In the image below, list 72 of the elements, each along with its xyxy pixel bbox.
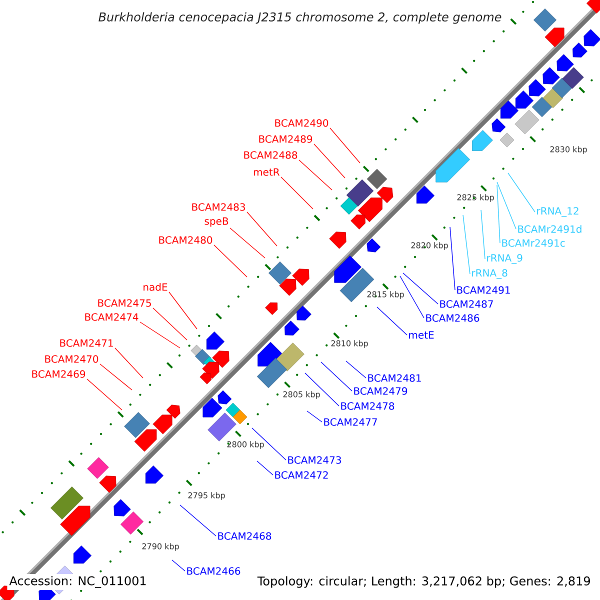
gene-label: BCAM2479	[354, 387, 408, 395]
leader-line	[86, 378, 122, 410]
leader-line	[400, 276, 424, 318]
leader-line	[508, 172, 536, 212]
leader-line	[480, 210, 486, 260]
leader-line	[114, 348, 144, 378]
leader-line	[252, 428, 286, 460]
leader-line	[314, 144, 346, 178]
gene-label: BCAM2481	[368, 374, 421, 382]
gene-label: BCAMr2491d	[518, 225, 582, 233]
scale-label: 2810 kbp	[331, 340, 368, 348]
leader-line	[346, 360, 366, 378]
gene-label: BCAM2477	[324, 418, 377, 426]
gene-label: BCAM2475	[98, 299, 151, 307]
gene-label: BCAM2466	[187, 567, 240, 575]
leader-line	[172, 560, 186, 572]
gene-label: BCAM2490	[275, 119, 328, 127]
leader-line	[256, 460, 274, 476]
leader-line	[246, 212, 278, 246]
leader-line	[304, 372, 340, 406]
gene-label: BCAM2486	[426, 314, 480, 322]
scale-label: 2800 kbp	[227, 441, 264, 449]
gene-label: BCAM2470	[45, 355, 98, 363]
leader-line	[140, 322, 180, 348]
footer-text: Accession: NC_011001	[7, 574, 149, 590]
gene-label: metR	[254, 168, 280, 176]
gene-label: BCAM2469	[32, 370, 86, 378]
gene-label: metE	[409, 331, 434, 339]
leader-line	[320, 362, 352, 392]
gene-label: BCAM2487	[440, 300, 493, 308]
gene-label: BCAM2473	[288, 456, 341, 464]
gene-label: BCAM2480	[159, 236, 212, 244]
leader-line	[306, 410, 322, 422]
leader-line	[496, 182, 516, 230]
leader-line	[180, 504, 216, 536]
gene-label: speB	[204, 217, 228, 227]
gene-label: nadE	[144, 283, 168, 291]
gene-label: rRNA_8	[472, 269, 508, 279]
leader-line	[298, 160, 332, 190]
gene-label: BCAM2483	[192, 203, 245, 211]
scale-label: 2790 kbp	[142, 543, 179, 551]
gene-label: rRNA_9	[487, 254, 522, 264]
gene-label: BCAM2471	[60, 339, 113, 347]
leader-line	[496, 184, 500, 244]
leader-line	[230, 228, 266, 258]
leader-line	[100, 364, 132, 390]
gene-label: BCAM2488	[244, 151, 298, 159]
gene-label: BCAM2478	[341, 402, 394, 410]
title: Burkholderia cenocepacia J2315 chromosome 2, complete genome	[98, 12, 502, 24]
gene-label: BCAM2474	[85, 313, 138, 321]
leader-line	[330, 128, 360, 164]
scale-label: 2795 kbp	[188, 492, 225, 500]
scale-label: 2815 kbp	[367, 291, 404, 299]
gene-label: BCAM2468	[218, 532, 272, 540]
leader-line	[152, 308, 188, 340]
leader-line	[168, 292, 198, 330]
leader-line	[376, 306, 408, 336]
leader-line	[462, 214, 470, 274]
footer-text: Topology: circular; Length: 3,217,062 bp; Genes: 2,819	[255, 574, 593, 590]
scale-label: 2820 kbp	[411, 242, 448, 250]
leader-line	[402, 272, 438, 304]
gene-label: rRNA_12	[537, 207, 578, 217]
scale-label: 2805 kbp	[283, 391, 320, 399]
leader-line	[280, 176, 314, 210]
gene-label: BCAM2472	[275, 471, 328, 479]
leader-line	[450, 226, 456, 290]
scale-label: 2830 kbp	[550, 146, 587, 154]
gene-label: BCAM2489	[259, 135, 312, 143]
leader-line	[214, 244, 248, 278]
gene-label: BCAM2491	[457, 286, 510, 294]
scale-label: 2825 kbp	[457, 194, 494, 202]
gene-label: BCAMr2491c	[502, 239, 565, 247]
